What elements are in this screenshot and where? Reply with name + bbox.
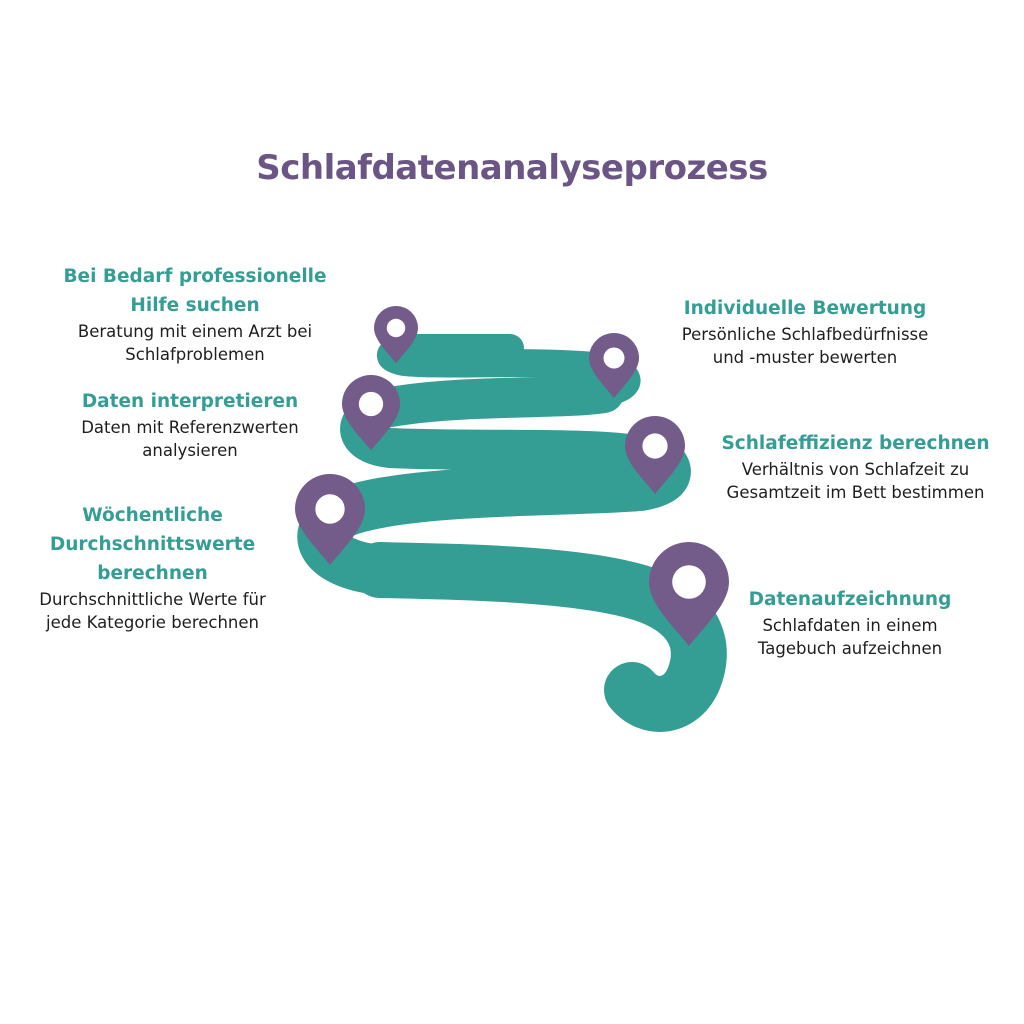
step-description: Beratung mit einem Arzt bei Schlafproble… xyxy=(20,320,370,366)
step-heading: Bei Bedarf professionelle Hilfe suchen xyxy=(20,262,370,320)
pin-hole xyxy=(386,318,406,338)
location-pin-icon xyxy=(589,333,639,398)
location-pin-icon xyxy=(625,416,685,494)
step-heading: Daten interpretieren xyxy=(40,387,340,416)
step-description-line: Beratung mit einem Arzt bei xyxy=(77,322,313,341)
step-description: Persönliche Schlafbedürfnisse und -muste… xyxy=(650,323,960,369)
pin-hole xyxy=(315,494,345,524)
step-data-recording: Datenaufzeichnung Schlafdaten in einem T… xyxy=(720,585,980,660)
location-pin-icon xyxy=(374,306,418,364)
step-description-line: Verhältnis von Schlafzeit zu xyxy=(741,460,970,479)
location-pin-icon xyxy=(295,474,365,565)
step-heading-line: berechnen xyxy=(97,563,208,584)
step-professional-help: Bei Bedarf professionelle Hilfe suchen B… xyxy=(20,262,370,366)
step-heading-line: Schlafeffizienz berechnen xyxy=(721,433,990,454)
step-heading-line: Wöchentliche xyxy=(82,505,223,526)
step-description-line: Persönliche Schlafbedürfnisse xyxy=(681,325,929,344)
step-description: Daten mit Referenzwerten analysieren xyxy=(40,416,340,462)
step-description-line: analysieren xyxy=(142,441,238,460)
pin-hole xyxy=(672,565,706,599)
step-description-line: Tagebuch aufzeichnen xyxy=(757,639,943,658)
step-description-line: jede Kategorie berechnen xyxy=(46,613,259,632)
step-heading-line: Hilfe suchen xyxy=(130,295,260,316)
location-pin-icon xyxy=(649,542,729,646)
step-description: Verhältnis von Schlafzeit zu Gesamtzeit … xyxy=(698,458,1013,504)
step-heading: Schlafeffizienz berechnen xyxy=(698,429,1013,458)
step-description: Durchschnittliche Werte für jede Kategor… xyxy=(10,588,295,634)
step-description-line: und -muster bewerten xyxy=(712,348,898,367)
step-heading: Datenaufzeichnung xyxy=(720,585,980,614)
step-weekly-averages: Wöchentliche Durchschnittswerte berechne… xyxy=(10,501,295,634)
step-description-line: Gesamtzeit im Bett bestimmen xyxy=(726,483,985,502)
step-sleep-efficiency: Schlafeffizienz berechnen Verhältnis von… xyxy=(698,429,1013,504)
location-pin-icon xyxy=(342,375,400,451)
step-heading: Wöchentliche Durchschnittswerte berechne… xyxy=(10,501,295,588)
step-heading: Individuelle Bewertung xyxy=(650,294,960,323)
step-heading-line: Durchschnittswerte xyxy=(49,534,256,555)
step-interpret-data: Daten interpretieren Daten mit Referenzw… xyxy=(40,387,340,462)
step-heading-line: Datenaufzeichnung xyxy=(748,589,952,610)
step-description-line: Durchschnittliche Werte für xyxy=(39,590,266,609)
step-individual-assessment: Individuelle Bewertung Persönliche Schla… xyxy=(650,294,960,369)
step-heading-line: Daten interpretieren xyxy=(81,391,299,412)
pin-hole xyxy=(358,391,384,417)
step-heading-line: Bei Bedarf professionelle xyxy=(63,266,327,287)
step-description-line: Schlafproblemen xyxy=(125,345,265,364)
pin-hole xyxy=(642,433,668,459)
step-description-line: Schlafdaten in einem xyxy=(762,616,938,635)
step-heading-line: Individuelle Bewertung xyxy=(683,298,927,319)
diagram-title: Schlafdatenanalyseprozess xyxy=(256,148,768,188)
pin-hole xyxy=(603,347,625,369)
step-description: Schlafdaten in einem Tagebuch aufzeichne… xyxy=(720,614,980,660)
step-description-line: Daten mit Referenzwerten xyxy=(81,418,299,437)
